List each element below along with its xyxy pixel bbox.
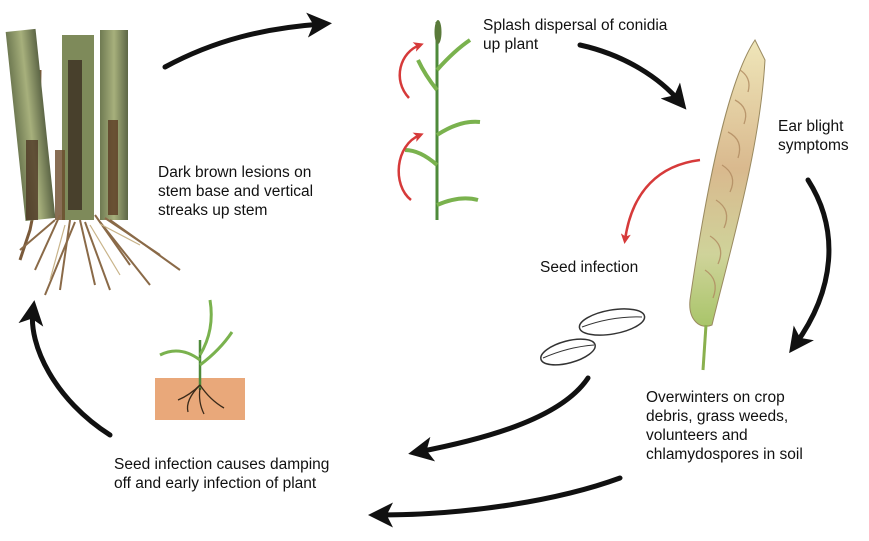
label-lesions: Dark brown lesions on stem base and vert… — [158, 163, 313, 220]
label-seed-infection: Seed infection — [540, 258, 638, 277]
label-overwinters: Overwinters on crop debris, grass weeds,… — [646, 388, 803, 464]
label-splash-line: up plant — [483, 35, 667, 54]
label-ear-blight-line: Ear blight — [778, 117, 849, 136]
wheat-ear-image — [690, 40, 765, 370]
label-damping-off: Seed infection causes damping off and ea… — [114, 455, 329, 493]
label-lesions-line: Dark brown lesions on — [158, 163, 313, 182]
seeds-image — [538, 304, 646, 369]
red-arrow-seed-infection — [625, 160, 700, 240]
arrow-seedling-to-lesion — [32, 310, 110, 435]
splash-plant-image — [399, 20, 480, 220]
arrow-seeds-to-seedling — [418, 378, 588, 452]
label-overwinters-line: Overwinters on crop — [646, 388, 803, 407]
label-overwinters-line: volunteers and — [646, 426, 803, 445]
label-splash-dispersal: Splash dispersal of conidia up plant — [483, 16, 667, 54]
label-splash-line: Splash dispersal of conidia — [483, 16, 667, 35]
arrow-ear-to-overwinter — [795, 180, 829, 345]
label-damping-line: Seed infection causes damping — [114, 455, 329, 474]
arrow-overwinter-to-seedling — [378, 478, 620, 515]
label-ear-blight-line: symptoms — [778, 136, 849, 155]
label-damping-line: off and early infection of plant — [114, 474, 329, 493]
label-overwinters-line: chlamydospores in soil — [646, 445, 803, 464]
label-overwinters-line: debris, grass weeds, — [646, 407, 803, 426]
label-lesions-line: streaks up stem — [158, 201, 313, 220]
seedling-image — [155, 300, 245, 420]
label-lesions-line: stem base and vertical — [158, 182, 313, 201]
stem-base-lesions-image — [6, 29, 180, 295]
arrow-lesion-to-splash — [165, 24, 322, 67]
label-seed-infection-line: Seed infection — [540, 258, 638, 277]
label-ear-blight: Ear blight symptoms — [778, 117, 849, 155]
